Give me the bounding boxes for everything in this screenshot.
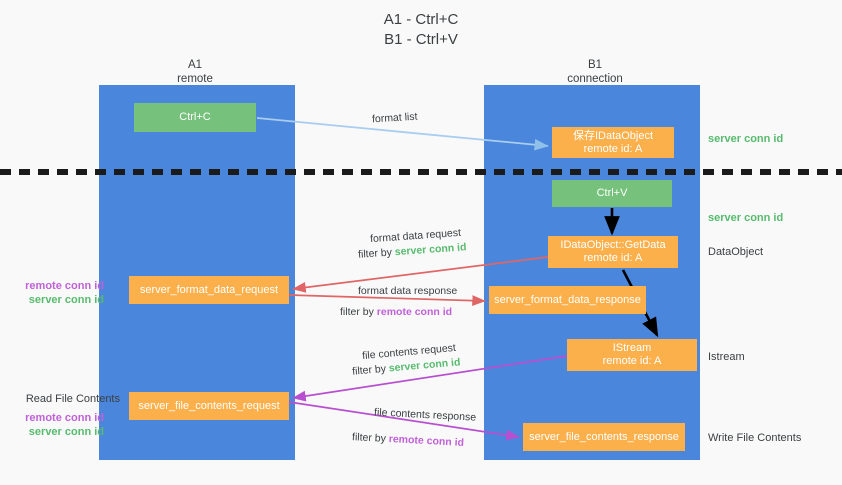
edge-label-file-contents-response: file contents response: [373, 406, 477, 424]
node-getdata-line2: remote id: A: [583, 252, 643, 264]
annotation-write-file-contents: Write File Contents: [708, 432, 802, 444]
node-server-file-contents-response[interactable]: server_file_contents_response: [523, 423, 685, 451]
node-ctrl-c-label: Ctrl+C: [179, 111, 211, 123]
node-istream-line1: IStream: [612, 342, 652, 354]
annotation-server-conn-id: server conn id: [28, 294, 104, 306]
annotation-read-file-contents: Read File Contents: [25, 393, 120, 405]
annotation-conn-ids-upper: remote conn id server conn id: [8, 279, 104, 307]
node-idataobject-getdata[interactable]: IDataObject::GetData remote id: A: [548, 236, 678, 268]
node-ctrl-v-label: Ctrl+V: [596, 187, 628, 199]
title-line-2: B1 - Ctrl+V: [384, 31, 458, 48]
filter-key-server-conn-id: server conn id: [394, 241, 467, 259]
annotation-istream: Istream: [708, 351, 745, 363]
annotation-dataobject: DataObject: [708, 246, 764, 258]
filter-prefix: filter by: [340, 306, 377, 318]
column-b1-name: B1: [587, 59, 603, 71]
column-header-a1: A1 remote: [120, 58, 270, 86]
edge-label-format-list: format list: [371, 110, 418, 126]
filter-key-remote-conn-id: remote conn id: [376, 306, 453, 318]
filter-key-remote-conn-id: remote conn id: [388, 433, 465, 449]
node-ctrl-c[interactable]: Ctrl+C: [134, 103, 256, 132]
diagram-title: A1 - Ctrl+C B1 - Ctrl+V: [0, 10, 842, 50]
column-a1-sub: remote: [177, 73, 213, 85]
filter-prefix: filter by: [351, 431, 390, 445]
annotation-remote-conn-id: remote conn id: [25, 280, 104, 292]
annotation-remote-conn-id: remote conn id: [25, 412, 104, 424]
column-b1-sub: connection: [567, 73, 623, 85]
node-server-format-data-response[interactable]: server_format_data_response: [489, 286, 646, 314]
annotation-server-conn-id-mid: server conn id: [708, 212, 784, 224]
title-line-1: A1 - Ctrl+C: [383, 11, 459, 28]
node-save-idataobject-line1: 保存IDataObject: [572, 129, 654, 142]
filter-prefix: filter by: [351, 362, 390, 378]
column-header-b1: B1 connection: [520, 58, 670, 86]
filter-prefix: filter by: [357, 246, 396, 261]
node-server-format-data-request-label: server_format_data_request: [139, 283, 279, 296]
node-save-idataobject[interactable]: 保存IDataObject remote id: A: [552, 127, 674, 158]
node-save-idataobject-line2: remote id: A: [583, 142, 643, 155]
annotation-server-conn-id-top: server conn id: [708, 133, 784, 145]
node-server-file-contents-request[interactable]: server_file_contents_request: [129, 392, 289, 420]
node-istream-line2: remote id: A: [602, 355, 662, 367]
node-server-format-data-response-label: server_format_data_response: [494, 293, 641, 306]
node-ctrl-v[interactable]: Ctrl+V: [552, 180, 672, 207]
edge-label-format-data-response-filter: filter by remote conn id: [340, 305, 452, 319]
phase-divider-dashed-line: [0, 169, 842, 175]
node-getdata-line1: IDataObject::GetData: [560, 239, 666, 251]
node-istream[interactable]: IStream remote id: A: [567, 339, 697, 371]
node-server-file-contents-response-label: server_file_contents_response: [529, 430, 679, 443]
column-a1-name: A1: [187, 59, 203, 71]
edge-label-file-contents-response-filter: filter by remote conn id: [352, 430, 465, 450]
annotation-server-conn-id: server conn id: [28, 426, 104, 438]
annotation-conn-ids-lower: remote conn id server conn id: [8, 411, 104, 439]
node-server-file-contents-request-label: server_file_contents_request: [138, 399, 280, 412]
edge-label-format-data-response: format data response: [358, 285, 458, 297]
node-server-format-data-request[interactable]: server_format_data_request: [129, 276, 289, 304]
